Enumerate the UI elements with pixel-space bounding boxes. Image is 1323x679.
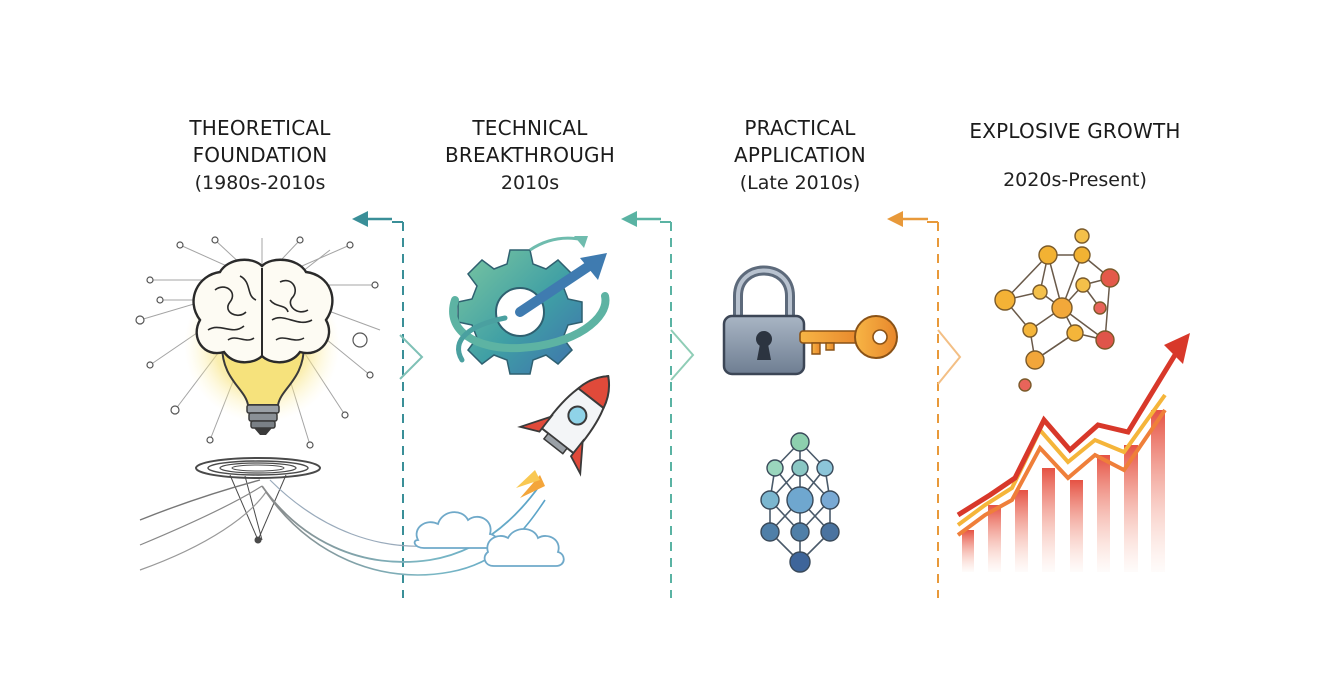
- divider-arrow-1-icon: [352, 211, 392, 227]
- stage-title-theoretical-foundation: THEORETICAL FOUNDATION (1980s-2010s: [150, 115, 370, 197]
- stage-title-line: BREAKTHROUGH: [445, 143, 615, 167]
- stage-title-line: THEORETICAL: [189, 116, 331, 140]
- rocket-icon: [516, 375, 611, 498]
- stage-date: (Late 2010s): [739, 172, 861, 194]
- brain-lightbulb-icon: [135, 236, 381, 449]
- stage-divider-2: [660, 221, 695, 598]
- cloud-icon: [413, 511, 565, 567]
- stage-title-line: TECHNICAL: [472, 116, 588, 140]
- divider-arrow-3-icon: [887, 211, 928, 227]
- padlock-icon: [722, 265, 806, 376]
- stage-title-technical-breakthrough: TECHNICAL BREAKTHROUGH 2010s: [415, 115, 645, 197]
- spiral-vortex-icon: [139, 457, 546, 576]
- stage-divider-3: [927, 221, 962, 598]
- key-icon: [799, 315, 898, 359]
- stage-date: (1980s-2010s: [194, 172, 326, 194]
- stage-divider-1: [392, 221, 424, 598]
- stage-title-line: FOUNDATION: [192, 143, 328, 167]
- divider-arrow-2-icon: [621, 211, 661, 227]
- growth-chart-icon: [956, 333, 1190, 572]
- stage-title-line: EXPLOSIVE GROWTH: [969, 119, 1181, 143]
- gear-arrow-icon: [449, 236, 610, 375]
- stage-date: 2010s: [500, 172, 560, 194]
- stage-title-explosive-growth: EXPLOSIVE GROWTH 2020s-Present): [950, 118, 1200, 194]
- neural-network-icon: [760, 432, 840, 573]
- stage-title-practical-application: PRACTICAL APPLICATION (Late 2010s): [690, 115, 910, 197]
- stage-title-line: APPLICATION: [734, 143, 866, 167]
- network-graph-icon: [994, 228, 1120, 392]
- stage-date: 2020s-Present): [1003, 169, 1147, 191]
- stage-title-line: PRACTICAL: [744, 116, 856, 140]
